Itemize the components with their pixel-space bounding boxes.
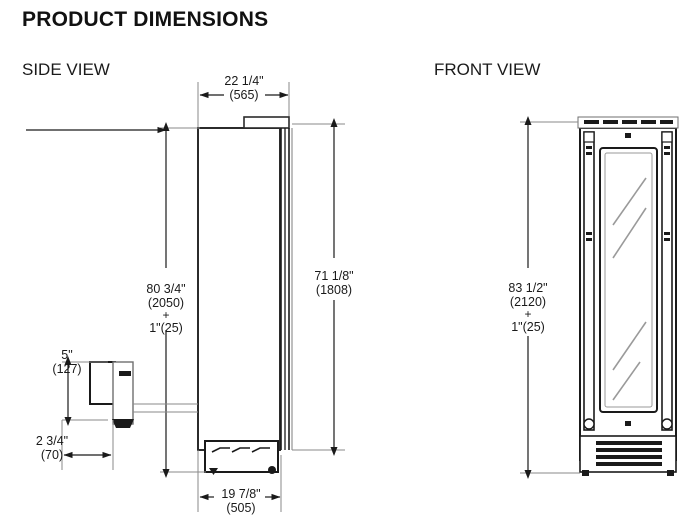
dim-value-imperial: 22 1/4" bbox=[224, 74, 264, 88]
side-top-riser-box bbox=[243, 116, 290, 129]
dim-side-toe-height: 5" (127) bbox=[32, 348, 102, 376]
dim-side-toe-depth: 2 3/4" (70) bbox=[12, 434, 92, 462]
dim-value-metric: (70) bbox=[40, 448, 64, 462]
side-right-dimension-line bbox=[330, 118, 338, 456]
side-foot-left-icon bbox=[209, 468, 218, 475]
front-dimension-line bbox=[524, 116, 532, 479]
front-bottom-grille bbox=[579, 435, 677, 476]
front-foot-left-icon bbox=[582, 470, 589, 476]
dim-value-imperial: 5" bbox=[61, 348, 73, 362]
dim-value-metric: (1808) bbox=[315, 283, 353, 297]
side-kick-detail bbox=[89, 361, 198, 428]
side-foot-right-icon bbox=[268, 466, 276, 474]
page-title: PRODUCT DIMENSIONS bbox=[22, 8, 269, 31]
side-view-label: SIDE VIEW bbox=[22, 60, 110, 79]
front-bottom-latch-icon bbox=[625, 421, 631, 426]
dim-value-metric: (2050) bbox=[147, 296, 185, 310]
dim-value-metric: (565) bbox=[229, 88, 259, 102]
dim-value-imperial: 2 3/4" bbox=[35, 434, 69, 448]
dim-side-bottom-width: 19 7/8" (505) bbox=[196, 487, 286, 515]
side-bottom-louver-icon bbox=[211, 447, 270, 453]
dim-value-metric: (127) bbox=[52, 362, 82, 376]
dim-value-imperial: 19 7/8" bbox=[221, 487, 261, 501]
side-bottom-plinth bbox=[204, 440, 279, 475]
side-view-drawing bbox=[26, 82, 345, 512]
side-door-profile bbox=[280, 128, 293, 450]
glass-reflection-lines-icon bbox=[612, 177, 647, 401]
front-foot-right-icon bbox=[667, 470, 674, 476]
side-left-dimension-line bbox=[26, 122, 170, 478]
kick-depth-dimension-extensions bbox=[61, 420, 114, 470]
front-view-label: FRONT VIEW bbox=[434, 60, 541, 79]
dim-plus-sign: + bbox=[524, 307, 532, 321]
kick-detail-foot-icon bbox=[112, 419, 134, 428]
kick-height-dimension-line bbox=[64, 356, 72, 426]
dim-value-imperial: 83 1/2" bbox=[508, 281, 548, 295]
dim-side-height-left: 80 3/4" (2050) + 1"(25) bbox=[122, 282, 210, 335]
front-top-latch-icon bbox=[625, 133, 631, 138]
dim-value-imperial: 71 1/8" bbox=[314, 269, 354, 283]
front-door-frame-rails bbox=[583, 131, 673, 431]
dim-side-top-width: 22 1/4" (565) bbox=[199, 74, 289, 102]
front-top-vent bbox=[577, 116, 679, 129]
side-cabinet-body bbox=[197, 127, 281, 451]
dim-value-adjust: 1"(25) bbox=[149, 321, 183, 335]
side-bottom-dimension-extensions bbox=[197, 450, 282, 512]
dim-value-metric: (2120) bbox=[509, 295, 547, 309]
dim-plus-sign: + bbox=[162, 308, 170, 322]
dim-front-height: 83 1/2" (2120) + 1"(25) bbox=[484, 281, 572, 334]
dim-side-height-right: 71 1/8" (1808) bbox=[291, 269, 377, 297]
front-hinge-marks-icon bbox=[586, 146, 670, 241]
front-glass-door-panel bbox=[599, 147, 658, 413]
dim-value-adjust: 1"(25) bbox=[511, 320, 545, 334]
dim-value-metric: (505) bbox=[226, 501, 256, 515]
dim-value-imperial: 80 3/4" bbox=[146, 282, 186, 296]
kick-detail-slot-icon bbox=[119, 371, 131, 376]
front-view-drawing bbox=[520, 116, 679, 479]
